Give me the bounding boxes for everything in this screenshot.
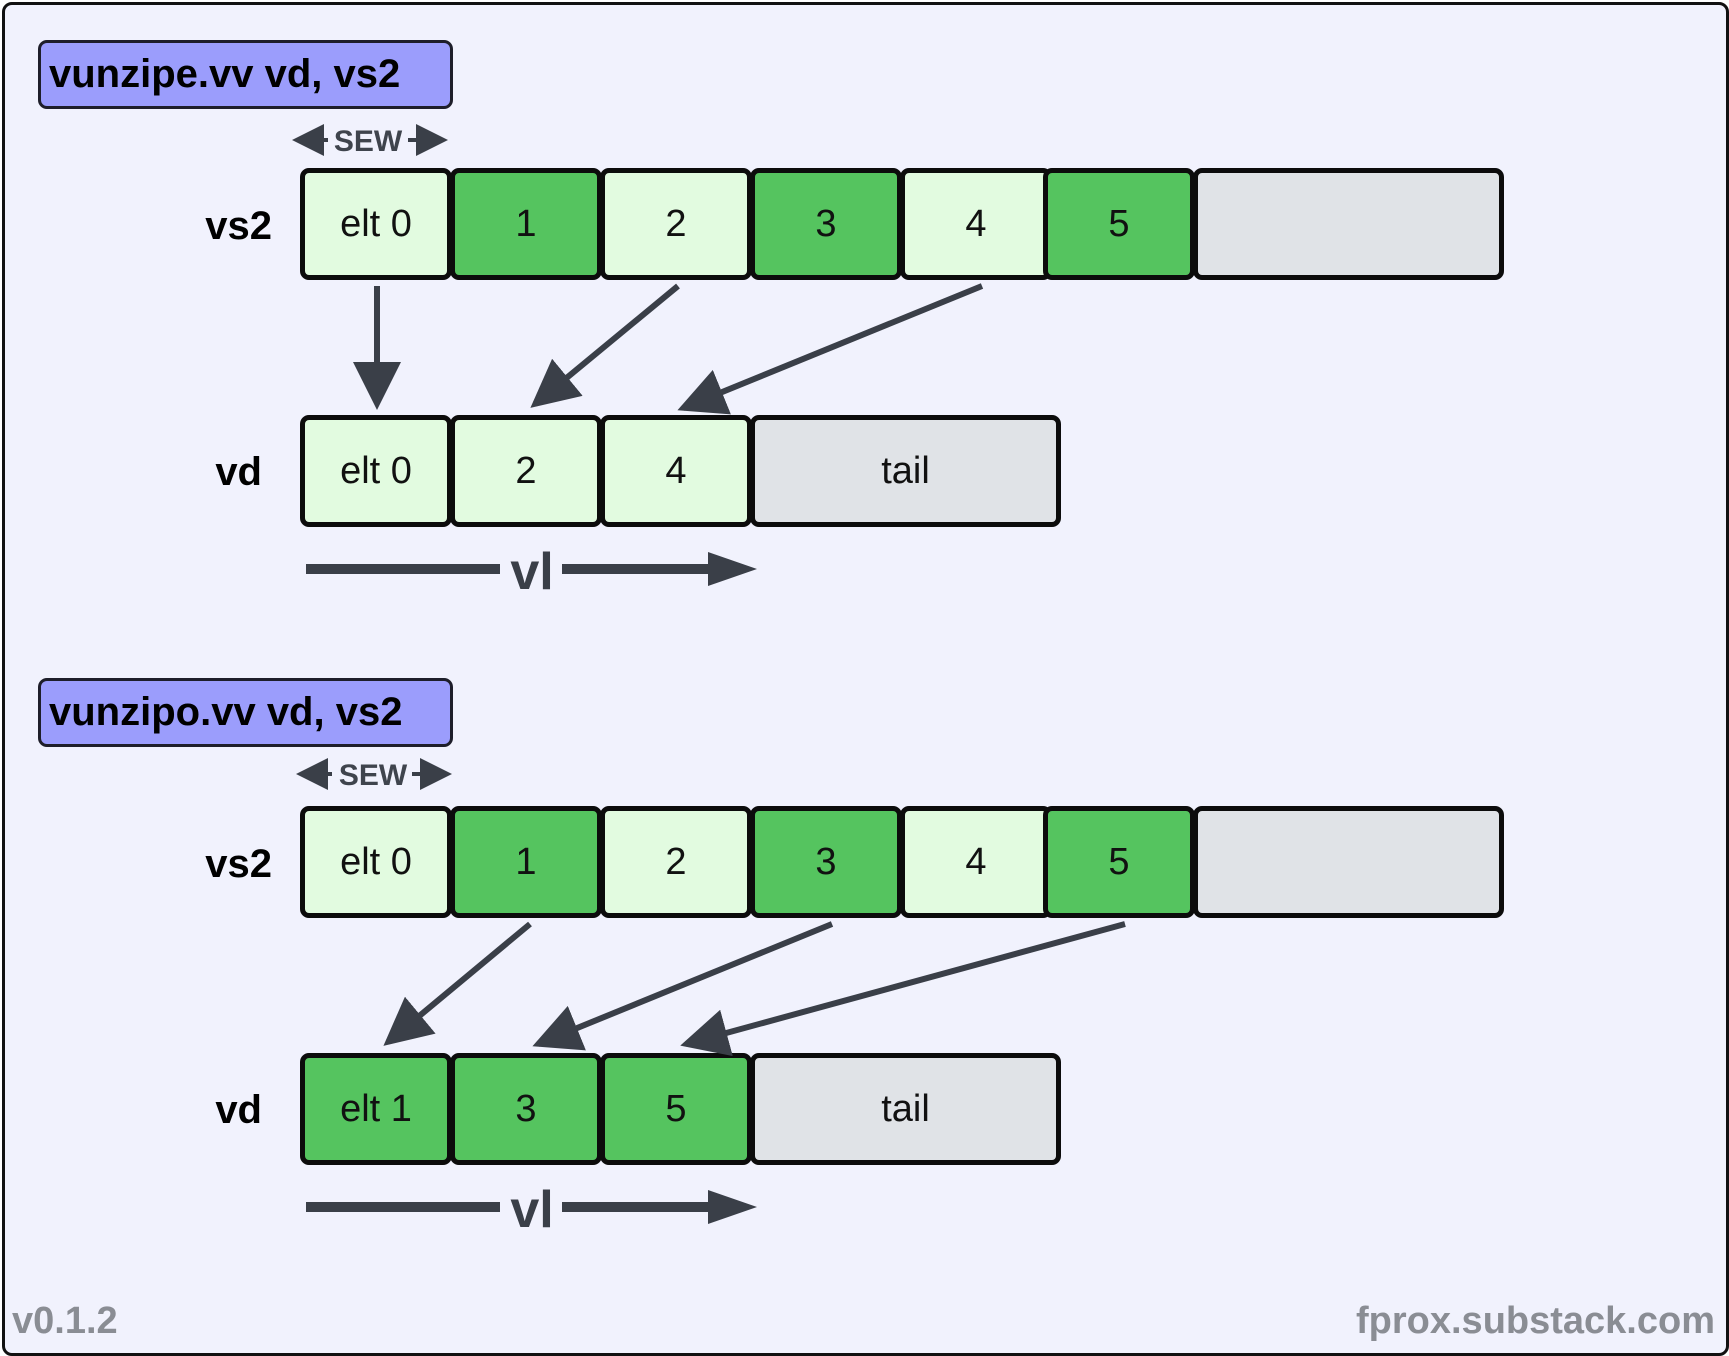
top-title: vunzipe.vv vd, vs2 [49, 52, 401, 96]
top-vs2-cell-5: 5 [1043, 168, 1195, 280]
bottom-arrow-elt3 [532, 921, 834, 1051]
bottom-title: vunzipo.vv vd, vs2 [49, 690, 403, 734]
top-vl-marker: vl [306, 543, 757, 601]
bottom-vd-tail-cell: tail [750, 1053, 1061, 1165]
top-vl-label: vl [510, 543, 553, 601]
top-vs2-cell-3: 3 [750, 168, 902, 280]
bottom-vs2-cell-3: 3 [750, 806, 902, 918]
bottom-vs2-cell-1: 1 [450, 806, 602, 918]
bottom-vd-cell-2: 5 [600, 1053, 752, 1165]
bottom-vs2-cell-empty [1193, 806, 1504, 918]
bottom-vd-cell-1: 3 [450, 1053, 602, 1165]
bottom-sew-label: SEW [339, 759, 408, 792]
top-sew-marker: SEW [292, 124, 448, 158]
top-arrow-elt4 [677, 283, 984, 415]
bottom-vs2-cell-2: 2 [600, 806, 752, 918]
top-vs2-label: vs2 [205, 204, 272, 248]
bottom-vl-label: vl [510, 1181, 553, 1239]
site-label: fprox.substack.com [1356, 1300, 1715, 1342]
top-vs2-cell-empty [1193, 168, 1504, 280]
bottom-arrow-elt1 [383, 921, 532, 1046]
bottom-vs2-cell-4: 4 [900, 806, 1052, 918]
top-arrow-elt2 [530, 283, 680, 408]
top-vd-cell-0: elt 0 [300, 415, 452, 527]
top-vs2-cell-0: elt 0 [300, 168, 452, 280]
bottom-vs2-cell-0: elt 0 [300, 806, 452, 918]
top-vs2-cell-4: 4 [900, 168, 1052, 280]
top-vs2-cell-1: 1 [450, 168, 602, 280]
bottom-vd-label: vd [215, 1088, 262, 1132]
top-sew-label: SEW [334, 125, 403, 158]
top-vd-tail-cell: tail [750, 415, 1061, 527]
top-vd-cell-2: 4 [600, 415, 752, 527]
top-vd-label: vd [215, 450, 262, 494]
bottom-arrow-elt5 [680, 921, 1126, 1057]
bottom-sew-marker: SEW [296, 758, 452, 792]
bottom-title-box: vunzipo.vv vd, vs2 [38, 678, 453, 747]
bottom-vs2-cell-5: 5 [1043, 806, 1195, 918]
bottom-vd-cell-0: elt 1 [300, 1053, 452, 1165]
top-vs2-cell-2: 2 [600, 168, 752, 280]
bottom-vl-marker: vl [306, 1181, 757, 1239]
bottom-vs2-label: vs2 [205, 842, 272, 886]
top-title-box: vunzipe.vv vd, vs2 [38, 40, 453, 109]
top-vd-cell-1: 2 [450, 415, 602, 527]
version-label: v0.1.2 [12, 1300, 118, 1342]
